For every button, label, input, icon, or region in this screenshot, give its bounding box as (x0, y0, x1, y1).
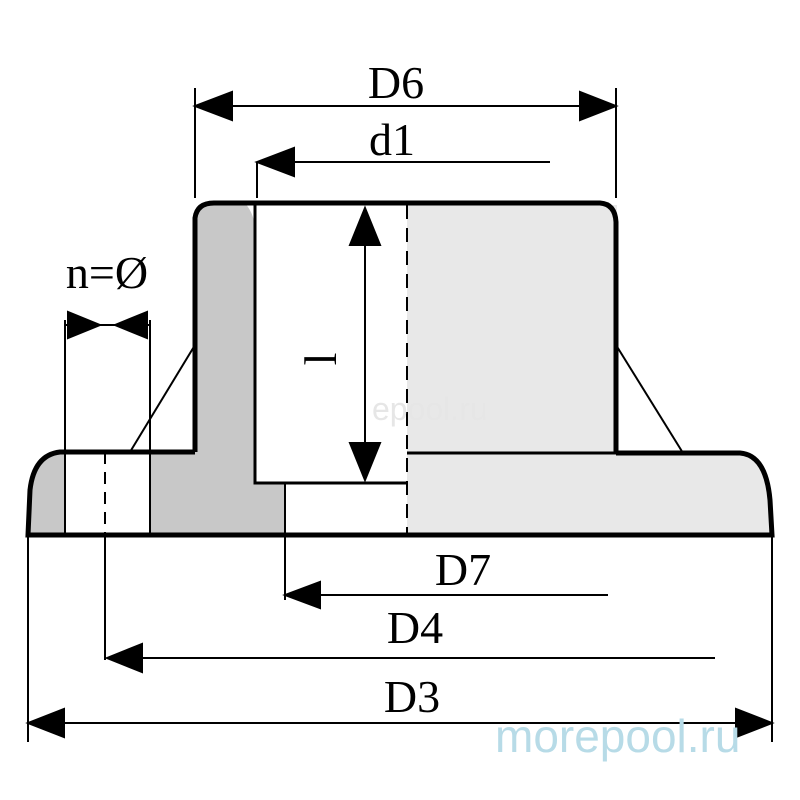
flange-plate-right-fill (407, 453, 772, 535)
bore-outline (253, 203, 407, 485)
bolt-hole-gap (65, 452, 150, 535)
label-d7: D7 (435, 544, 491, 595)
n-arrow-left (67, 310, 103, 340)
gusset-right (615, 344, 684, 454)
hub-outline (192, 200, 619, 453)
label-d1: d1 (369, 114, 415, 165)
bore-bottom-area (285, 483, 407, 535)
d7-arrow (282, 580, 321, 610)
d1-arrow (254, 146, 295, 178)
outlines (25, 200, 775, 600)
label-d4: D4 (387, 602, 443, 653)
hub-wall-left-section (195, 203, 285, 535)
dimensions (25, 88, 775, 742)
watermark-main: morepool.ru (495, 710, 740, 762)
label-n: n=Ø (66, 247, 148, 298)
hub-right-fill (407, 205, 617, 453)
gusset-left (129, 344, 196, 453)
watermark-faint: epool.ru (372, 391, 488, 427)
l-arrow-top (348, 205, 382, 246)
label-d6: D6 (368, 57, 424, 108)
d4-arrow (104, 642, 143, 674)
d6-arrow-right (579, 90, 619, 122)
d3-arrow-right (735, 707, 775, 739)
bore-area (255, 205, 407, 483)
flange-body (28, 203, 772, 535)
n-arrow-right (112, 310, 148, 340)
l-arrow-bottom (348, 442, 382, 483)
labels: D6 d1 n=Ø l D7 D4 D3 (66, 57, 491, 722)
label-d3: D3 (384, 671, 440, 722)
d6-arrow-left (192, 90, 233, 122)
label-l: l (295, 353, 346, 366)
d3-arrow-left (25, 707, 65, 739)
